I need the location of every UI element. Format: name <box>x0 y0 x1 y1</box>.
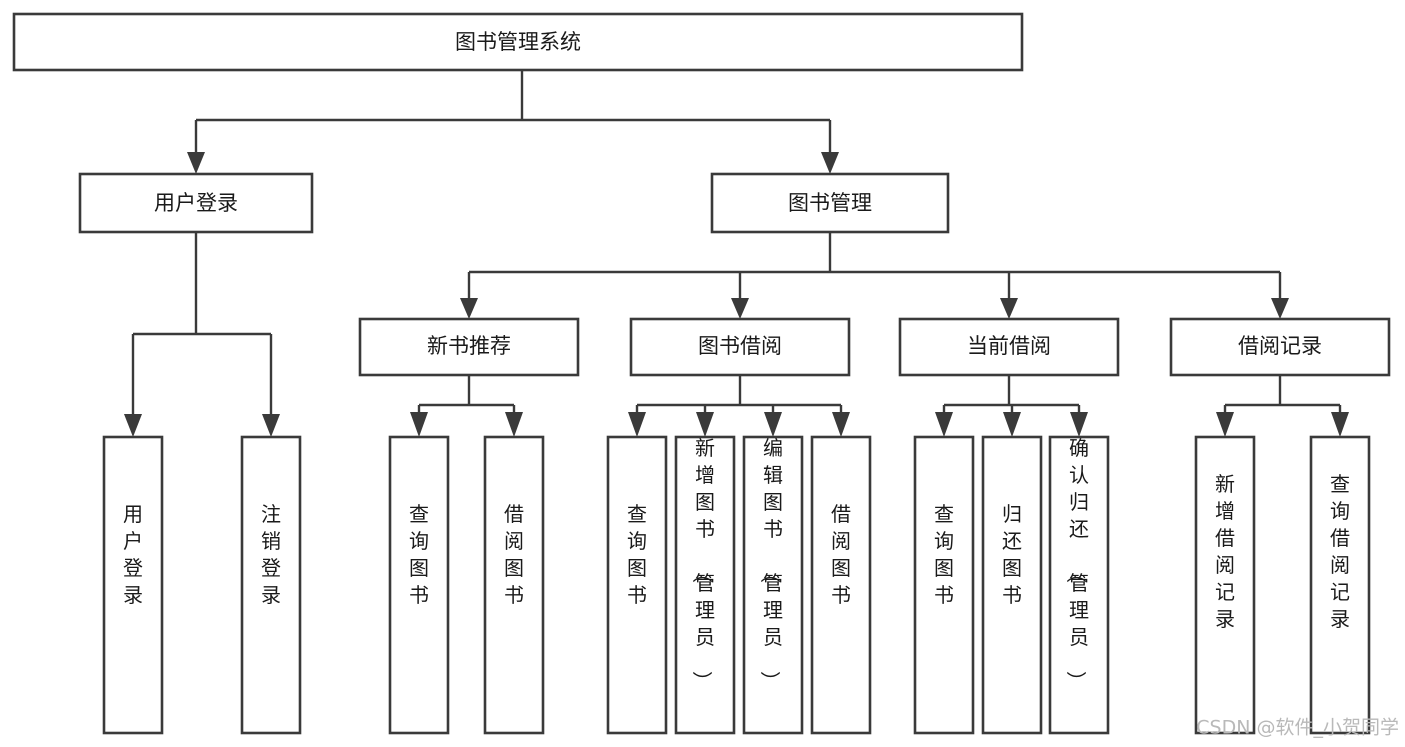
node-leaf-user-login[interactable]: 用户登录 <box>102 435 164 735</box>
node-leaf-borrow-book-nb-box[interactable] <box>483 435 545 735</box>
arrowhead-leaf-current-borrow-1 <box>1003 412 1021 437</box>
node-leaf-borrow-book-nb-label: 借阅图书 <box>504 502 524 607</box>
node-leaf-logout[interactable]: 注销登录 <box>240 435 302 735</box>
node-leaf-logout-label: 注销登录 <box>261 502 281 607</box>
node-leaf-add-record-label: 新增借阅记录 <box>1215 472 1235 631</box>
arrowhead-borrow-record <box>1271 298 1289 319</box>
node-leaf-return-book-label: 归还图书 <box>1002 502 1022 607</box>
node-leaf-logout-box[interactable] <box>240 435 302 735</box>
node-book-manage[interactable]: 图书管理 <box>710 172 950 234</box>
node-leaf-edit-book-label: 编辑图书（管理员） <box>758 436 783 691</box>
node-leaf-query-book-nb[interactable]: 查询图书 <box>388 435 450 735</box>
node-leaf-add-book-label: 新增图书（管理员） <box>690 436 715 691</box>
arrowhead-leaf-book-borrow-0 <box>628 412 646 437</box>
node-leaf-query-book-cb-box[interactable] <box>913 435 975 735</box>
node-leaf-confirm-return-box[interactable] <box>1048 435 1110 735</box>
arrowhead-leaf-book-borrow-2 <box>764 412 782 437</box>
arrowhead-leaf-book-borrow-3 <box>832 412 850 437</box>
arrowhead-leaf-current-borrow-0 <box>935 412 953 437</box>
node-current-borrow[interactable]: 当前借阅 <box>898 317 1120 377</box>
arrowhead-leaf-current-borrow-2 <box>1070 412 1088 437</box>
node-book-manage-label: 图书管理 <box>788 191 872 215</box>
node-current-borrow-label: 当前借阅 <box>967 334 1051 358</box>
csdn-watermark: CSDN @软件_小贺同学 <box>1196 717 1399 739</box>
node-current-borrow-box[interactable] <box>898 317 1120 377</box>
node-root-system[interactable]: 图书管理系统 <box>12 12 1024 72</box>
node-new-book-recommend[interactable]: 新书推荐 <box>358 317 580 377</box>
node-leaf-return-book-box[interactable] <box>981 435 1043 735</box>
node-leaf-edit-book[interactable]: 编辑图书（管理员） <box>742 435 804 735</box>
arrowhead-leaf-book-borrow-1 <box>696 412 714 437</box>
arrowhead-leaf-borrow-record-1 <box>1331 412 1349 437</box>
node-borrow-record[interactable]: 借阅记录 <box>1169 317 1391 377</box>
arrowhead-leaf-borrow-record-0 <box>1216 412 1234 437</box>
node-leaf-user-login-box[interactable] <box>102 435 164 735</box>
node-leaf-borrow-book-nb[interactable]: 借阅图书 <box>483 435 545 735</box>
node-leaf-query-book-cb[interactable]: 查询图书 <box>913 435 975 735</box>
node-leaf-query-book-bb-label: 查询图书 <box>627 502 647 607</box>
node-leaf-borrow-book-bb-label: 借阅图书 <box>831 502 851 607</box>
arrowhead-book-borrow <box>731 298 749 319</box>
node-book-borrow-label: 图书借阅 <box>698 334 782 358</box>
node-root-system-label: 图书管理系统 <box>455 30 581 54</box>
node-book-manage-box[interactable] <box>710 172 950 234</box>
node-leaf-query-record-label: 查询借阅记录 <box>1330 472 1350 631</box>
node-leaf-confirm-return-label: 确认归还（管理员） <box>1064 436 1089 691</box>
node-leaf-query-book-bb-box[interactable] <box>606 435 668 735</box>
connector-layer <box>124 70 1349 437</box>
node-leaf-user-login-label: 用户登录 <box>123 502 143 607</box>
node-user-login[interactable]: 用户登录 <box>78 172 314 234</box>
arrowhead-leaf-new-book-1 <box>505 412 523 437</box>
node-leaf-query-record[interactable]: 查询借阅记录 <box>1309 435 1371 735</box>
node-leaf-query-record-box[interactable] <box>1309 435 1371 735</box>
arrowhead-leaf-user-login-1 <box>262 414 280 437</box>
node-leaf-add-book[interactable]: 新增图书（管理员） <box>674 435 736 735</box>
node-borrow-record-box[interactable] <box>1169 317 1391 377</box>
arrowhead-current-borrow <box>1000 298 1018 319</box>
node-leaf-add-record-box[interactable] <box>1194 435 1256 735</box>
node-leaf-return-book[interactable]: 归还图书 <box>981 435 1043 735</box>
node-root-system-box[interactable] <box>12 12 1024 72</box>
arrowhead-leaf-user-login-0 <box>124 414 142 437</box>
node-new-book-recommend-box[interactable] <box>358 317 580 377</box>
node-leaf-query-book-bb[interactable]: 查询图书 <box>606 435 668 735</box>
node-leaf-query-book-nb-label: 查询图书 <box>409 502 429 607</box>
arrowhead-book-manage <box>821 152 839 174</box>
node-leaf-confirm-return[interactable]: 确认归还（管理员） <box>1048 435 1110 735</box>
node-leaf-edit-book-box[interactable] <box>742 435 804 735</box>
arrowhead-leaf-new-book-0 <box>410 412 428 437</box>
node-leaf-borrow-book-bb-box[interactable] <box>810 435 872 735</box>
arrowhead-user-login <box>187 152 205 174</box>
node-new-book-recommend-label: 新书推荐 <box>427 334 511 358</box>
node-leaf-add-record[interactable]: 新增借阅记录 <box>1194 435 1256 735</box>
node-leaf-borrow-book-bb[interactable]: 借阅图书 <box>810 435 872 735</box>
arrowhead-new-book <box>460 298 478 319</box>
node-leaf-query-book-cb-label: 查询图书 <box>934 502 954 607</box>
node-book-borrow-box[interactable] <box>629 317 851 377</box>
node-user-login-label: 用户登录 <box>154 191 238 215</box>
node-book-borrow[interactable]: 图书借阅 <box>629 317 851 377</box>
node-leaf-add-book-box[interactable] <box>674 435 736 735</box>
node-user-login-box[interactable] <box>78 172 314 234</box>
node-leaf-query-book-nb-box[interactable] <box>388 435 450 735</box>
node-borrow-record-label: 借阅记录 <box>1238 334 1322 358</box>
